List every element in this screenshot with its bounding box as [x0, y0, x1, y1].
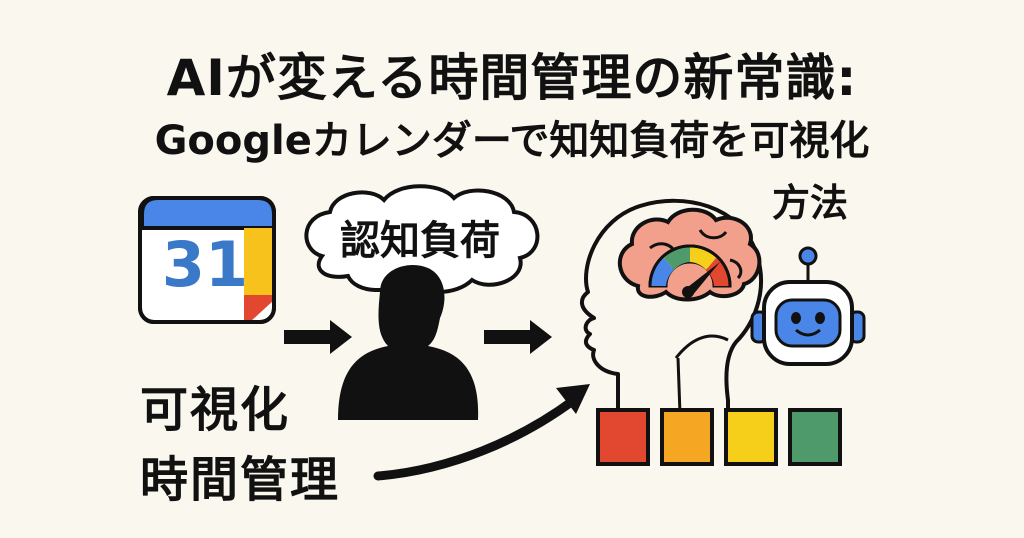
- level-block-orange: [660, 408, 714, 466]
- page-subtitle: Googleカレンダーで知知負荷を可視化: [154, 118, 870, 164]
- page-title: AIが変える時間管理の新常識:: [166, 49, 858, 107]
- load-level-blocks: [596, 408, 842, 466]
- robot-icon: [750, 246, 866, 366]
- level-block-red: [596, 408, 650, 466]
- level-block-green: [788, 408, 842, 466]
- visualize-label: 可視化: [140, 382, 291, 438]
- person-icon: [338, 265, 479, 420]
- time-management-label: 時間管理: [140, 452, 341, 508]
- thought-bubble-text: 認知負荷: [340, 218, 500, 264]
- curved-arrow-icon: [373, 384, 590, 481]
- page-subtitle-continuation: 方法: [772, 181, 849, 225]
- brain-icon: [617, 207, 762, 302]
- level-block-yellow: [724, 408, 778, 466]
- calendar-day-number: 31: [161, 228, 249, 301]
- arrow-right-icon: [484, 320, 552, 354]
- calendar-icon: [138, 196, 276, 324]
- arrow-right-icon: [284, 320, 352, 354]
